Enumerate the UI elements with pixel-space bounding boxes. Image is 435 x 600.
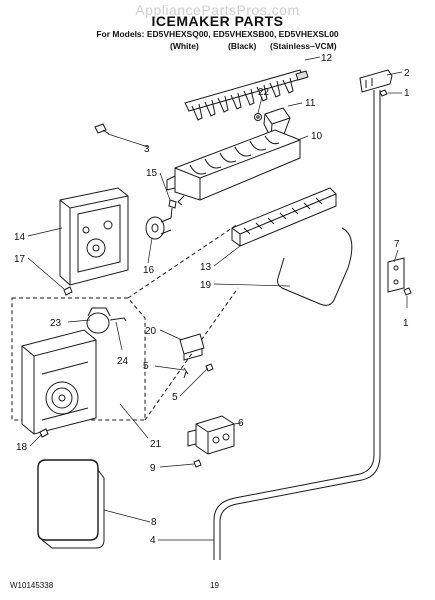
callout-15: 15 (146, 168, 158, 179)
callout-5a: 5 (143, 361, 149, 372)
callout-20: 20 (145, 326, 157, 337)
variant-black: (Black) (228, 41, 257, 51)
callout-10: 10 (311, 131, 323, 142)
ejector-part (184, 69, 309, 121)
callout-24: 24 (117, 356, 129, 367)
bracket-part (387, 257, 405, 293)
callout-22: 22 (258, 87, 270, 98)
callout-18: 18 (16, 442, 28, 453)
screw-9-part (193, 459, 202, 468)
wire-arm-part (277, 227, 353, 306)
water-valve-part (187, 415, 235, 455)
page-number: 19 (210, 581, 219, 590)
callout-23: 23 (50, 318, 62, 329)
switch-bracket-part (179, 333, 205, 361)
callout-21: 21 (150, 439, 162, 450)
callout-4: 4 (150, 535, 156, 546)
module-group-outline (11, 223, 239, 421)
callout-8: 8 (151, 517, 157, 528)
screw-1b-part (403, 287, 412, 296)
watermark-text: AppliancePartsPros.com (135, 2, 300, 18)
callout-14: 14 (14, 232, 26, 243)
control-module-part (21, 329, 97, 435)
leader-lines (27, 56, 408, 541)
screw-5b-part (205, 363, 214, 372)
screw-3-part (94, 123, 110, 135)
stem-part (168, 199, 177, 219)
diagram-title: ICEMAKER PARTS (151, 13, 284, 29)
callout-11: 11 (305, 98, 316, 109)
insulation-part (37, 459, 105, 549)
clip-part (359, 69, 393, 97)
screw-18-part (39, 428, 49, 438)
callout-3: 3 (144, 144, 150, 155)
callout-16: 16 (143, 265, 155, 276)
models-line: For Models: ED5VHEXSQ00, ED5VHEXSB00, ED… (96, 29, 339, 39)
document-number: W10145338 (10, 581, 54, 590)
screw-17-part (63, 286, 73, 296)
callout-1b: 1 (403, 318, 409, 329)
fill-tube-part (213, 90, 381, 560)
callout-9: 9 (150, 463, 156, 474)
callout-17: 17 (14, 254, 26, 265)
housing-part (59, 187, 129, 286)
callout-numbers: 1 1 2 3 4 5 5 6 7 8 9 10 11 12 13 14 15 … (14, 53, 410, 546)
callout-1: 1 (404, 88, 410, 99)
callout-7: 7 (394, 239, 400, 250)
callout-5b: 5 (172, 392, 178, 403)
callout-2: 2 (404, 68, 410, 79)
variant-white: (White) (170, 41, 199, 51)
callout-19: 19 (200, 280, 212, 291)
callout-6: 6 (238, 418, 244, 429)
variant-stainless: (Stainless–VCM) (270, 41, 337, 51)
callout-13: 13 (200, 262, 212, 273)
screw-5a-part (183, 367, 189, 379)
nut-part (254, 113, 262, 121)
shield-part (231, 187, 337, 247)
mold-part (166, 129, 301, 206)
motor-part (86, 307, 127, 334)
callout-12: 12 (321, 53, 333, 64)
motor-cam-part (145, 216, 172, 240)
